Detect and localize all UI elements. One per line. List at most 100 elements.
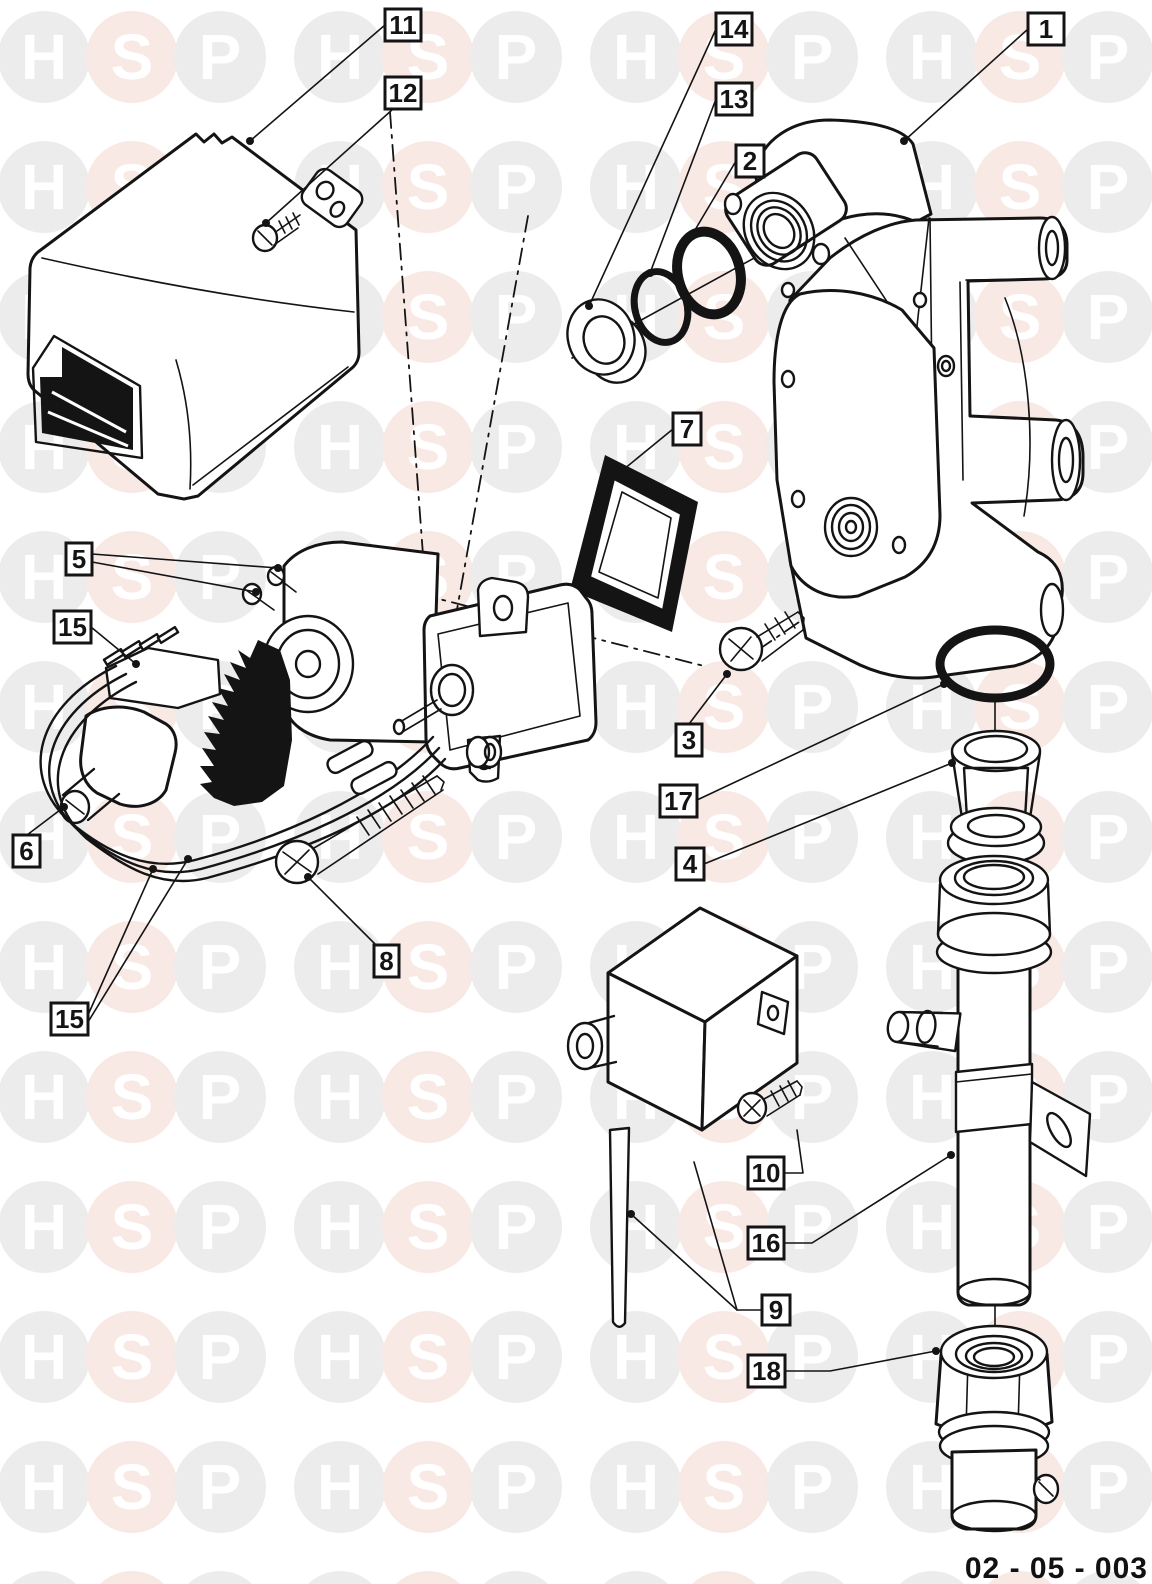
callout-leader-line [696, 683, 945, 801]
callout-leader-dot [614, 470, 622, 478]
callout-9: 9 [627, 1161, 792, 1327]
watermark-letter-p: P [174, 1311, 266, 1403]
callout-number-box [52, 609, 93, 645]
callout-leader-line [249, 24, 386, 142]
callout-13: 13 [646, 81, 754, 277]
o-ring-large-part [935, 625, 1055, 703]
watermark-letter-p: P [766, 791, 858, 883]
callout-leader-dot [585, 302, 593, 310]
watermark-letter-s: S [86, 531, 178, 623]
callout-number: 14 [720, 14, 749, 44]
callout-number: 17 [664, 786, 693, 816]
callout-number-box [674, 846, 706, 882]
watermark-letter-s: S [382, 791, 474, 883]
cover-grille [31, 334, 144, 460]
callout-leader-dot [627, 1210, 635, 1218]
callout-leader-dot [184, 855, 192, 863]
callout-leader-line [87, 868, 154, 1016]
watermark-letter-p: P [470, 1441, 562, 1533]
callout-leader-dot [304, 873, 312, 881]
callout-leader-dot [723, 670, 731, 678]
watermark-letter-h: H [294, 1441, 386, 1533]
callout-number: 7 [680, 414, 694, 444]
watermark-letter-p: P [174, 1181, 266, 1273]
callout-number: 10 [752, 1158, 781, 1188]
callout-number-box [11, 833, 42, 869]
watermark-letter-s: S [86, 11, 178, 103]
callout-leader-line [783, 1129, 804, 1174]
tube-bracket [954, 1062, 1092, 1178]
terminal-block [102, 625, 222, 710]
gasket-frame-part [570, 455, 698, 632]
watermark-letter-s: S [86, 1311, 178, 1403]
callout-leader-line [784, 1350, 937, 1372]
gas-valve-body-part [723, 118, 1085, 680]
watermark-letter-h: H [590, 11, 682, 103]
callout-leader-dot [646, 269, 654, 277]
callout-number: 13 [720, 84, 749, 114]
watermark-letter-h: H [0, 1051, 90, 1143]
watermark-letter-h: H [590, 1311, 682, 1403]
watermark-letter-s: S [382, 1311, 474, 1403]
watermark-letter-p: P [1062, 661, 1152, 753]
callout-number: 1 [1039, 14, 1053, 44]
callout-leader-dot [246, 137, 254, 145]
callout-2: 2 [688, 143, 766, 239]
watermark-letter-s: S [86, 1051, 178, 1143]
watermark-letter-s: S [382, 1441, 474, 1533]
filter-strainer-part [946, 729, 1046, 866]
callout-number: 15 [55, 1004, 84, 1034]
callout-leader-line [617, 428, 674, 475]
callout-leader-dot [947, 1151, 955, 1159]
solenoid-coil-part [59, 705, 178, 825]
callout-number-box [746, 1225, 786, 1261]
callout-number-box [49, 1001, 90, 1037]
watermark-letter-p: P [1062, 141, 1152, 233]
watermark-letter-h: H [0, 921, 90, 1013]
watermark-letter-h: H [294, 1311, 386, 1403]
valve-inlet-flange [723, 151, 848, 271]
callout-3: 3 [674, 670, 731, 758]
watermark-letter-h: H [0, 141, 90, 233]
watermark-letter-p: P [766, 661, 858, 753]
callout-leader-dot [688, 231, 696, 239]
callout-number-box [383, 7, 423, 43]
watermark-letter-s: S [382, 271, 474, 363]
callout-number: 4 [683, 849, 698, 879]
callout-leader-line [703, 762, 953, 865]
watermark-letter-p: P [470, 921, 562, 1013]
watermark-letter-p: P [470, 11, 562, 103]
callout-leader-line [26, 806, 65, 836]
callout-leader-dot [252, 588, 260, 596]
callout-number-box [372, 943, 401, 979]
watermark-letter-p: P [1062, 791, 1152, 883]
long-fixing-screw-part [274, 775, 445, 885]
callout-number: 9 [769, 1295, 783, 1325]
watermark-letter-p: P [174, 11, 266, 103]
watermark-letter-p: P [174, 1441, 266, 1533]
watermark-letter-s: S [678, 1441, 770, 1533]
watermark-letter-p: P [470, 1311, 562, 1403]
watermark-letter-h: H [294, 401, 386, 493]
callout-18: 18 [746, 1347, 940, 1389]
watermark-letter-h: H [590, 1441, 682, 1533]
callout-number-box [734, 143, 766, 179]
ignition-unit-part [566, 906, 803, 1328]
watermark-letter-p: P [1062, 1441, 1152, 1533]
callout-leader-dot [940, 680, 948, 688]
callout-number-box [658, 783, 699, 819]
watermark-letter-p: P [174, 791, 266, 883]
callout-number: 3 [682, 725, 696, 755]
callout-5: 5 [64, 541, 282, 596]
callout-leader-dot [948, 759, 956, 767]
watermark-letter-p: P [1062, 1181, 1152, 1273]
watermark-letter-s: S [86, 1441, 178, 1533]
union-nut-part [934, 1324, 1060, 1533]
callout-leader-dot [132, 660, 140, 668]
tube-side-nipple [886, 1009, 962, 1053]
callout-number-box [1026, 11, 1066, 47]
callout-number: 16 [752, 1228, 781, 1258]
watermark-letter-h: H [590, 661, 682, 753]
callout-leader-line [693, 1161, 738, 1311]
